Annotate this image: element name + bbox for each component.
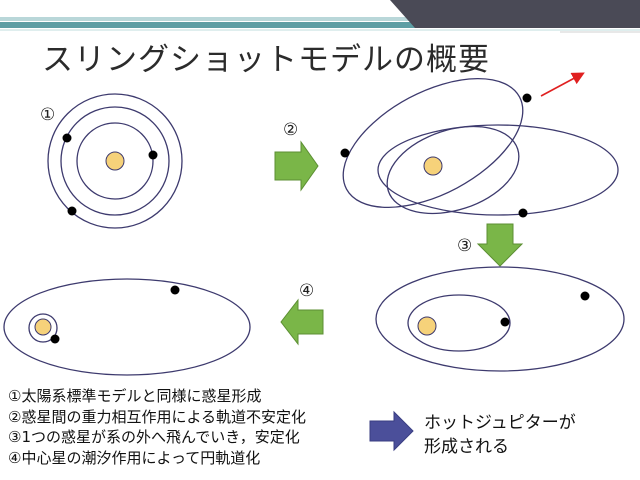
summary-item: ③1つの惑星が系の外へ飛んでいき，安定化 — [8, 428, 300, 446]
central-star — [423, 156, 443, 176]
planet — [62, 133, 72, 143]
header-bar — [0, 0, 640, 33]
orbit-eccentric — [377, 124, 619, 216]
result-line-2: 形成される — [424, 437, 509, 457]
result-line-1: ホットジュピターが — [424, 413, 576, 433]
summary-list: ①太陽系標準モデルと同様に惑星形成 ②惑星間の重力相互作用による軌道不安定化 ③… — [8, 386, 306, 468]
orbit-outer-eccentric — [375, 266, 625, 372]
summary-item: ①太陽系標準モデルと同様に惑星形成 — [8, 387, 262, 405]
step-label-3: ③ — [457, 236, 473, 256]
summary-item: ④中心星の潮汐作用によって円軌道化 — [8, 448, 261, 467]
step-arrow-right — [274, 140, 319, 192]
planet — [518, 208, 528, 218]
step-label-1: ① — [40, 105, 56, 125]
orbit-tilted — [342, 77, 524, 209]
orbit-inner — [76, 122, 154, 200]
central-star — [417, 316, 437, 336]
planet — [580, 291, 590, 301]
planet — [148, 150, 158, 160]
central-star — [105, 151, 125, 171]
orbit-large — [3, 278, 251, 376]
orbit-inner-eccentric — [407, 294, 511, 352]
planet — [50, 334, 60, 344]
step-label-2: ② — [283, 120, 299, 140]
summary-item: ②惑星間の重力相互作用による軌道不安定化 — [8, 407, 306, 426]
planet — [500, 317, 510, 327]
planet — [67, 206, 77, 216]
result-text: ホットジュピターが 形成される — [424, 411, 576, 459]
planet — [340, 148, 350, 158]
planet — [522, 93, 532, 103]
orbit-small — [386, 125, 520, 215]
step-label-4: ④ — [299, 281, 315, 301]
orbit-outer — [47, 93, 183, 229]
panel-3-stabilized — [375, 266, 625, 372]
escape-arrow — [540, 72, 585, 97]
step-arrow-left — [280, 298, 324, 346]
result-arrow — [369, 410, 414, 452]
panel-4-circularized — [3, 278, 251, 376]
slide-title: スリングショットモデルの概要 — [42, 42, 490, 78]
step-arrow-down — [476, 223, 524, 267]
panel-2-unstable-orbits — [340, 72, 619, 218]
orbit-middle — [60, 106, 170, 216]
orbit-close-circular — [28, 313, 58, 343]
panel-1-standard-model — [47, 93, 183, 229]
central-star — [34, 318, 52, 336]
planet — [170, 285, 180, 295]
